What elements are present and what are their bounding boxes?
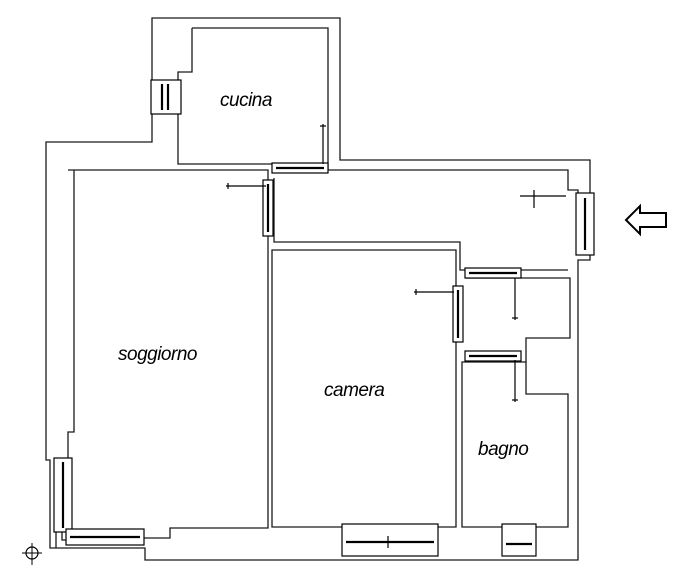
arrow-left-icon <box>624 203 667 237</box>
corridor-wall <box>273 178 568 271</box>
window-soggiorno-corner-h <box>65 528 145 546</box>
camera-wall <box>271 249 457 528</box>
room-label-soggiorno: soggiorno <box>118 344 197 365</box>
inner-wall-outline <box>192 27 579 250</box>
window-rip-door <box>464 267 522 279</box>
window-bagno-door <box>464 350 522 362</box>
window-camera <box>341 523 439 557</box>
window-ingresso <box>575 192 595 256</box>
window-bagno <box>501 523 537 557</box>
windows <box>53 79 595 557</box>
window-cucina <box>150 79 182 115</box>
room-label-camera: camera <box>324 380 384 401</box>
room-label-cucina: cucina <box>220 90 272 111</box>
window-soggiorno-door <box>262 179 274 237</box>
outer-walls <box>45 17 591 561</box>
window-soggiorno-corner-v <box>53 457 73 533</box>
room-label-bagno: bagno <box>478 439 528 460</box>
window-camera-door <box>452 285 464 343</box>
ripostiglio-wall <box>466 277 571 362</box>
bagno-wall <box>461 361 569 528</box>
outer-wall-outline <box>45 17 591 561</box>
inner-wall-soggiorno <box>67 169 269 539</box>
compass-icon <box>22 543 42 565</box>
door-indicators <box>226 124 566 402</box>
window-cucina-door <box>271 162 329 174</box>
inner-wall-cucina-left <box>177 28 272 165</box>
